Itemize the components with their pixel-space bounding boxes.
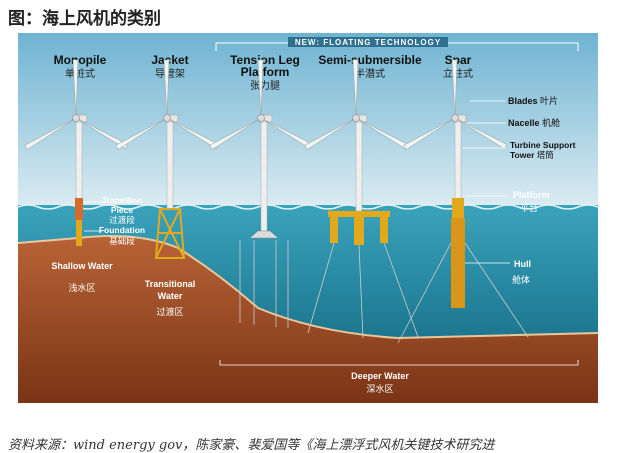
jacket-title-cn: 导管架 xyxy=(155,67,185,80)
blades-label-cn: 叶片 xyxy=(540,95,558,107)
foundation-label-cn: 基础段 xyxy=(109,236,135,247)
svg-text:Nacelle 机舱: Nacelle 机舱 xyxy=(508,117,560,129)
source-note: 资料来源：wind energy gov，陈家豪、裴爱国等《海上漂浮式风机关键技… xyxy=(8,434,608,453)
transition-label-line1: Transition xyxy=(102,195,143,205)
foundation-label: Foundation xyxy=(99,225,145,235)
semisub-title-cn: 半潜式 xyxy=(355,67,385,80)
deeper-water-label: Deeper Water xyxy=(351,371,409,381)
tlp-title-cn: 张力腿 xyxy=(250,79,280,92)
spar-title-cn: 立柱式 xyxy=(443,67,473,80)
platform-label: Platform xyxy=(513,190,550,200)
deeper-water-label-cn: 深水区 xyxy=(366,383,393,395)
svg-text:Tower 塔筒: Tower 塔筒 xyxy=(510,150,554,161)
spar-title: Spar xyxy=(445,53,472,67)
jacket-title: Jacket xyxy=(151,53,188,67)
tower-label-line2: Tower xyxy=(510,150,535,160)
transitional-water-label-cn: 过渡区 xyxy=(156,306,183,318)
tlp-title-line2: Platform xyxy=(241,65,290,79)
tower-label-cn: 塔筒 xyxy=(537,150,554,161)
blades-label: Blades xyxy=(508,96,538,106)
diagram-panel: NEW: FLOATING TECHNOLOGY Monopile 单桩式 Ja… xyxy=(18,33,598,403)
tower-label-line1: Turbine Support xyxy=(510,140,576,150)
transition-label-line2: Piece xyxy=(111,205,133,215)
nacelle-label: Nacelle xyxy=(508,118,540,128)
transitional-water-label-line2: Water xyxy=(158,291,183,301)
turbine-diagram: NEW: FLOATING TECHNOLOGY Monopile 单桩式 Ja… xyxy=(18,33,598,403)
semisub-title: Semi-submersible xyxy=(318,53,422,67)
monopile-title-cn: 单桩式 xyxy=(65,67,95,80)
floating-banner: NEW: FLOATING TECHNOLOGY xyxy=(295,38,441,47)
svg-text:Blades 叶片: Blades 叶片 xyxy=(508,95,558,107)
hull-label: Hull xyxy=(514,259,531,269)
nacelle-label-cn: 机舱 xyxy=(542,117,560,129)
figure-title: 图：海上风机的类别 xyxy=(8,4,161,29)
platform-label-cn: 平台 xyxy=(520,202,538,214)
shallow-water-label: Shallow Water xyxy=(51,261,113,271)
monopile-title: Monopile xyxy=(54,53,107,67)
hull-label-cn: 舱体 xyxy=(512,274,530,286)
shallow-water-label-cn: 浅水区 xyxy=(68,282,95,294)
transitional-water-label-line1: Transitional xyxy=(145,279,196,289)
